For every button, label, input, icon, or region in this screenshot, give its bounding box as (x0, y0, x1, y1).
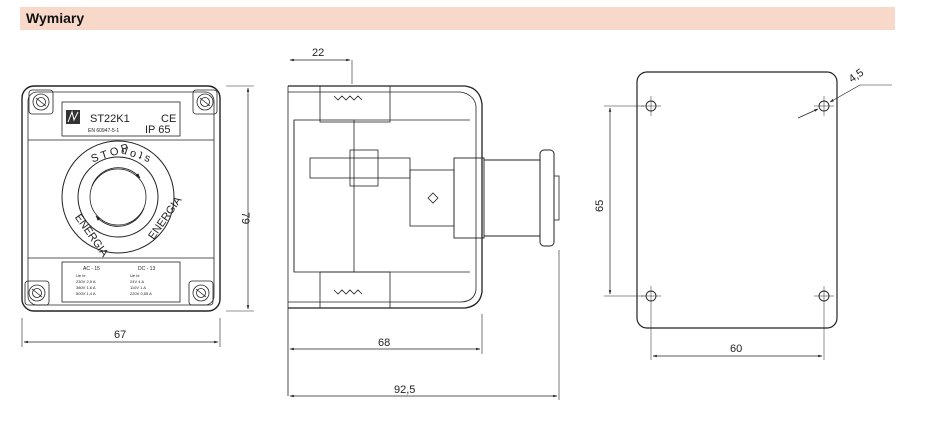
housing-outline (21, 85, 221, 312)
standard-label: EN 60947-5-1 (88, 128, 119, 134)
front-view (21, 85, 254, 347)
dim-vertical-label: 65 (594, 200, 606, 212)
side-housing (288, 85, 483, 309)
ip-rating: IP 65 (145, 124, 171, 136)
spring-icon (333, 289, 363, 295)
side-view (287, 58, 560, 400)
screw-icon (188, 280, 214, 306)
back-texts: 4,5 65 60 (594, 67, 866, 355)
back-plate (636, 71, 838, 329)
ac-title: AC - 15 (83, 266, 100, 272)
ac-row: Ue Ie (76, 273, 86, 278)
dim-hole-label: 4,5 (847, 67, 866, 86)
screw-icon (28, 89, 54, 115)
dc-row: 220V 0,55 A (130, 291, 152, 296)
top-clamp (319, 85, 391, 123)
dim-width-label: 67 (114, 329, 126, 341)
front-texts: ST22K1 CE EN 60947-5-1 IP 65 S T O P d o… (72, 113, 251, 341)
ring-text-stop-mirror: d o ʇ s (120, 144, 153, 165)
section-header: Wymiary (20, 7, 895, 30)
button-ring (61, 140, 175, 254)
ac-row: 380V 1,6 A (76, 285, 96, 290)
label-plate (61, 101, 181, 137)
section-title: Wymiary (26, 10, 85, 26)
dim-height-label: 79 (239, 212, 251, 224)
model-label: ST22K1 (90, 113, 130, 125)
dc-row: 110V 1 A (130, 285, 146, 290)
dim-body-label: 68 (378, 337, 390, 349)
back-view (604, 71, 892, 360)
dim-top-label: 22 (312, 47, 324, 59)
ac-row: 230V 2,5 A (76, 279, 96, 284)
screw-icon (24, 280, 50, 306)
contact-block (309, 157, 411, 179)
screw-icon (192, 89, 218, 115)
dim-horizontal-label: 60 (730, 343, 742, 355)
bottom-clamp (319, 271, 391, 309)
spring-icon (333, 95, 363, 101)
ac-row: 500V 1,4 A (76, 291, 96, 296)
side-texts: 22 68 92,5 (312, 47, 415, 396)
dc-title: DC - 13 (138, 266, 155, 272)
ratings-plate (61, 261, 181, 303)
dc-row: Ue Ie (130, 273, 140, 278)
ce-mark: CE (161, 113, 176, 125)
actuator (453, 157, 485, 239)
mushroom-head (539, 149, 555, 247)
dc-row: 24V 4 A (130, 279, 144, 284)
dim-total-label: 92,5 (394, 384, 415, 396)
